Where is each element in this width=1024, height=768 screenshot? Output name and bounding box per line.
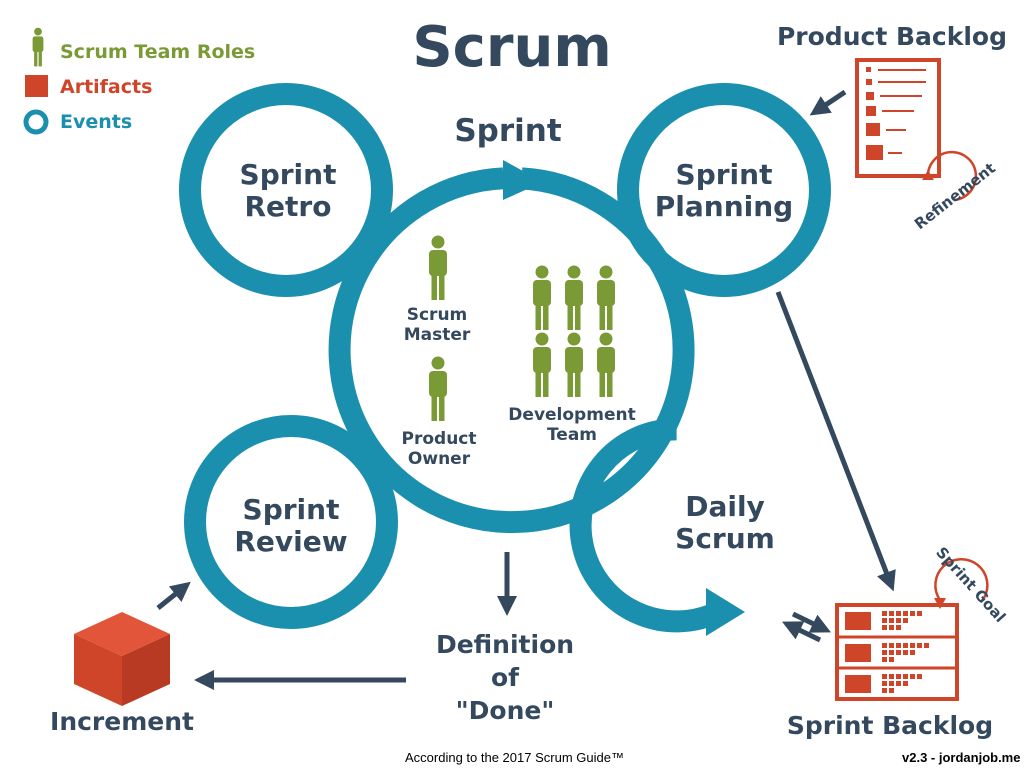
person-icon	[565, 332, 583, 397]
person-icon	[429, 235, 447, 300]
product-backlog-icon	[855, 58, 941, 178]
version-note: v2.3 - jordanjob.me	[902, 750, 1020, 765]
scrum-master-label-2: Master	[404, 325, 471, 345]
product-owner-figure	[429, 356, 447, 421]
diagram-title: Scrum	[412, 15, 611, 80]
flow-arrows	[156, 89, 896, 690]
arrow-planning-to-sprint-backlog	[775, 291, 896, 592]
person-icon	[32, 27, 44, 67]
scrum-master-label-1: Scrum	[407, 305, 468, 325]
person-icon	[429, 356, 447, 421]
sprint-retro-label-2: Retro	[245, 190, 332, 223]
person-icon	[597, 332, 615, 397]
product-owner-label-1: Product	[402, 429, 477, 449]
daily-scrum-label-1: Daily	[685, 490, 765, 523]
dod-label-1: Definition	[436, 630, 574, 659]
sprint-backlog-icon	[835, 603, 959, 701]
sprint-cycle-ring	[328, 167, 695, 534]
legend-roles-label: Scrum Team Roles	[60, 41, 255, 63]
daily-scrum-arrowhead	[706, 588, 745, 636]
refinement-loop	[926, 150, 978, 202]
daily-scrum-ring	[569, 418, 723, 633]
artifact-square-icon	[25, 75, 48, 97]
person-icon	[597, 265, 615, 330]
increment-label: Increment	[50, 707, 194, 736]
sprint-review-label-1: Sprint	[243, 493, 340, 526]
daily-scrum-label-2: Scrum	[675, 522, 775, 555]
sprint-review-label-2: Review	[234, 525, 347, 558]
sprint-goal-arrowhead	[934, 598, 946, 609]
source-note: According to the 2017 Scrum Guide™	[405, 750, 624, 765]
sprint-backlog-label: Sprint Backlog	[787, 711, 993, 740]
refinement-arrowhead	[922, 170, 934, 180]
arrow-daily-to-sprint-backlog	[791, 611, 832, 633]
increment-cube-icon	[74, 612, 170, 706]
sprint-goal-loop	[934, 557, 989, 601]
legend-events-label: Events	[60, 111, 132, 133]
development-team-label-2: Team	[547, 425, 597, 445]
sprint-label: Sprint	[454, 113, 562, 149]
sprint-retro-ring	[179, 83, 393, 297]
product-backlog-label: Product Backlog	[777, 22, 1007, 51]
arrow-sprint-backlog-to-daily	[781, 621, 822, 643]
sprint-planning-label-1: Sprint	[676, 158, 773, 191]
sprint-cycle-arrowhead	[503, 160, 543, 200]
sprint-review-ring	[184, 415, 398, 629]
product-owner-label-2: Owner	[408, 449, 471, 469]
sprint-planning-label-2: Planning	[655, 190, 793, 223]
legend-artifacts-label: Artifacts	[60, 76, 152, 98]
development-team-label-1: Development	[508, 405, 635, 425]
arrow-backlog-to-planning	[809, 89, 847, 116]
arrow-increment-to-review	[156, 581, 191, 610]
scrum-master-figure	[429, 235, 447, 300]
dod-label-2: of	[491, 663, 520, 692]
dod-label-3: "Done"	[456, 696, 555, 725]
person-icon	[533, 265, 551, 330]
legend: Scrum Team Roles Artifacts Events	[23, 27, 255, 135]
person-icon	[565, 265, 583, 330]
sprint-planning-ring	[617, 83, 831, 297]
sprint-retro-label-1: Sprint	[240, 158, 337, 191]
development-team-figures	[533, 265, 615, 397]
event-circle-icon	[23, 109, 49, 135]
person-icon	[533, 332, 551, 397]
